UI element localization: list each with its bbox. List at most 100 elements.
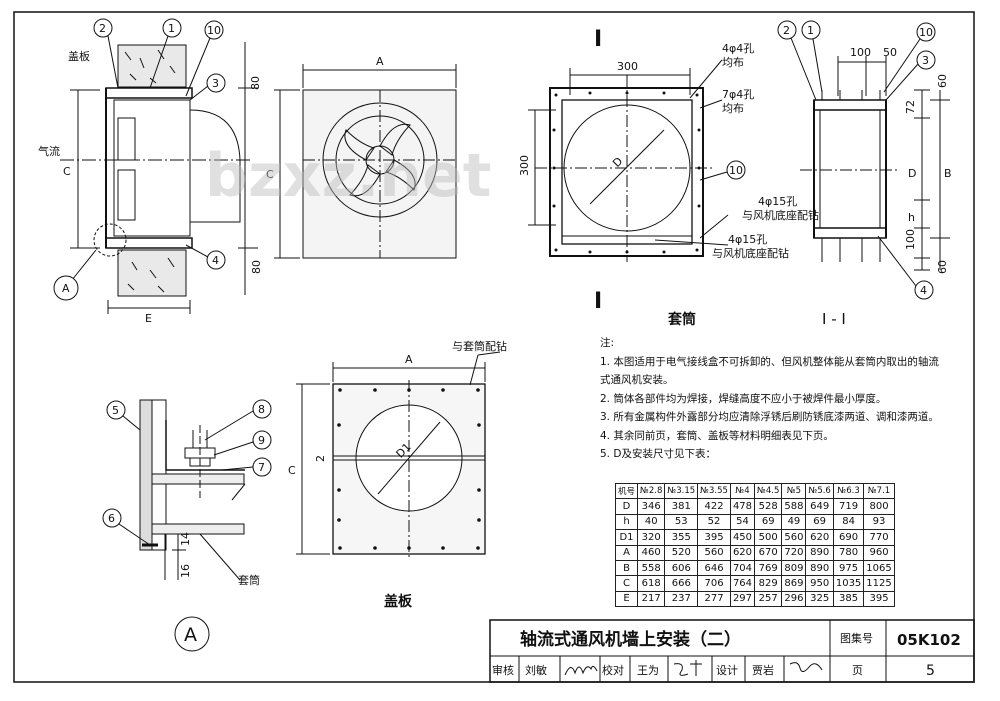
table-cell: 646 <box>697 559 731 577</box>
cover-plate-label: 盖板 <box>68 49 90 63</box>
balloon-8: 8 <box>258 403 265 416</box>
dim-2-cover: 2 <box>314 455 327 462</box>
table-cell: 706 <box>697 575 731 592</box>
dim-50: 50 <box>883 46 897 59</box>
checker-signature <box>673 660 702 676</box>
dim-100-top: 100 <box>850 46 871 59</box>
table-cell: 355 <box>664 529 699 546</box>
atlas-label: 图集号 <box>840 631 873 645</box>
page-label: 页 <box>852 664 863 677</box>
table-cell: 975 <box>832 559 865 577</box>
table-header-cell: №6.3 <box>832 482 865 500</box>
table-cell: 560 <box>781 529 807 546</box>
table-cell: 1125 <box>863 575 895 592</box>
table-cell: 450 <box>729 529 756 546</box>
table-cell: 297 <box>729 590 756 608</box>
table-cell: 1065 <box>863 559 895 577</box>
table-cell: 620 <box>729 544 756 561</box>
table-cell: 890 <box>805 559 834 577</box>
balloon-7: 7 <box>258 461 265 474</box>
dim-300-top: 300 <box>617 60 638 73</box>
drawing-title: 轴流式通风机墙上安装（二） <box>520 629 741 650</box>
table-cell: 346 <box>637 498 666 515</box>
table-cell: 52 <box>697 513 731 531</box>
section-ii-view <box>800 56 950 271</box>
table-cell: 869 <box>781 575 807 592</box>
table-cell: 606 <box>664 559 699 577</box>
dim-80-top: 80 <box>249 76 262 90</box>
table-cell: 666 <box>664 575 699 592</box>
checker-name: 王为 <box>637 664 659 677</box>
note-3: 3. 所有金属构件外露部分均应清除浮锈后刷防锈底漆两道、调和漆两道。 <box>600 411 939 423</box>
dim-e: E <box>145 312 152 325</box>
cover-plate-title: 盖板 <box>384 593 413 610</box>
table-cell: 690 <box>832 529 865 546</box>
table-cell: 277 <box>697 590 731 608</box>
holes-15b-note: 与风机底座配钻 <box>712 246 789 260</box>
balloon-r4: 4 <box>920 284 927 297</box>
table-cell: 764 <box>729 575 756 592</box>
note-1b: 式通风机安装。 <box>600 374 674 386</box>
dim-a-cover: A <box>405 353 413 366</box>
designer-name: 贾岩 <box>752 663 774 677</box>
table-cell: 770 <box>863 529 895 546</box>
section-mark-top: I <box>594 27 602 52</box>
dim-c-left: C <box>63 165 71 178</box>
table-cell: 528 <box>754 498 783 515</box>
note-4: 4. 其余同前页，套筒、盖板等材料明细表见下页。 <box>600 429 834 442</box>
detail-a-circle: A <box>184 624 197 646</box>
table-cell: 960 <box>863 544 895 561</box>
notes-heading: 注: <box>600 337 615 349</box>
watermark: bzxz.net <box>205 141 491 211</box>
balloon-5: 5 <box>112 404 119 417</box>
detail-a-marker: A <box>62 282 70 295</box>
note-5: 5. D及安装尺寸见下表： <box>600 448 716 460</box>
table-cell: D1 <box>614 529 639 546</box>
dim-60-bottom: 60 <box>936 260 949 274</box>
balloon-6: 6 <box>108 512 115 525</box>
cover-plate-view <box>296 351 501 560</box>
holes-15a-label: 4φ15孔 <box>758 195 797 208</box>
section-view <box>60 42 258 314</box>
table-cell: 40 <box>637 513 666 531</box>
table-cell: 800 <box>863 498 895 515</box>
dim-b-section: B <box>944 167 952 180</box>
table-header-cell: №3.15 <box>664 482 699 500</box>
table-cell: 478 <box>729 498 756 515</box>
atlas-number: 05K102 <box>897 631 961 649</box>
table-cell: 670 <box>754 544 783 561</box>
balloon-10-mid: 10 <box>729 164 743 177</box>
table-cell: E <box>614 590 639 608</box>
table-cell: 704 <box>729 559 756 577</box>
table-cell: 385 <box>832 590 865 608</box>
table-cell: B <box>614 559 639 577</box>
even-1-label: 均布 <box>722 56 744 69</box>
sleeve-small-label: 套筒 <box>238 573 260 587</box>
table-cell: h <box>614 513 639 531</box>
designer-signature <box>789 662 823 672</box>
table-cell: 719 <box>832 498 865 515</box>
sleeve-bolt-dots <box>552 91 701 254</box>
table-cell: 649 <box>805 498 834 515</box>
reviewer-name: 刘敏 <box>525 663 547 677</box>
table-header-cell: №5 <box>781 482 807 500</box>
cover-plate-bolts <box>337 388 481 550</box>
leaders-section <box>790 37 921 287</box>
table-cell: 217 <box>637 590 666 608</box>
table-cell: 560 <box>697 544 731 561</box>
table-cell: 1035 <box>832 575 865 592</box>
balloon-r10: 10 <box>919 26 933 39</box>
dim-100-bottom: 100 <box>904 229 917 250</box>
dim-16: 16 <box>179 564 192 578</box>
table-cell: 422 <box>697 498 731 515</box>
table-cell: 237 <box>664 590 699 608</box>
table-cell: 558 <box>637 559 666 577</box>
table-cell: 296 <box>781 590 807 608</box>
table-cell: D <box>614 498 639 515</box>
table-header-row: 机号 №2.8 №3.15 №3.55 №4 №4.5 №5 №5.6 №6.3… <box>614 482 895 500</box>
